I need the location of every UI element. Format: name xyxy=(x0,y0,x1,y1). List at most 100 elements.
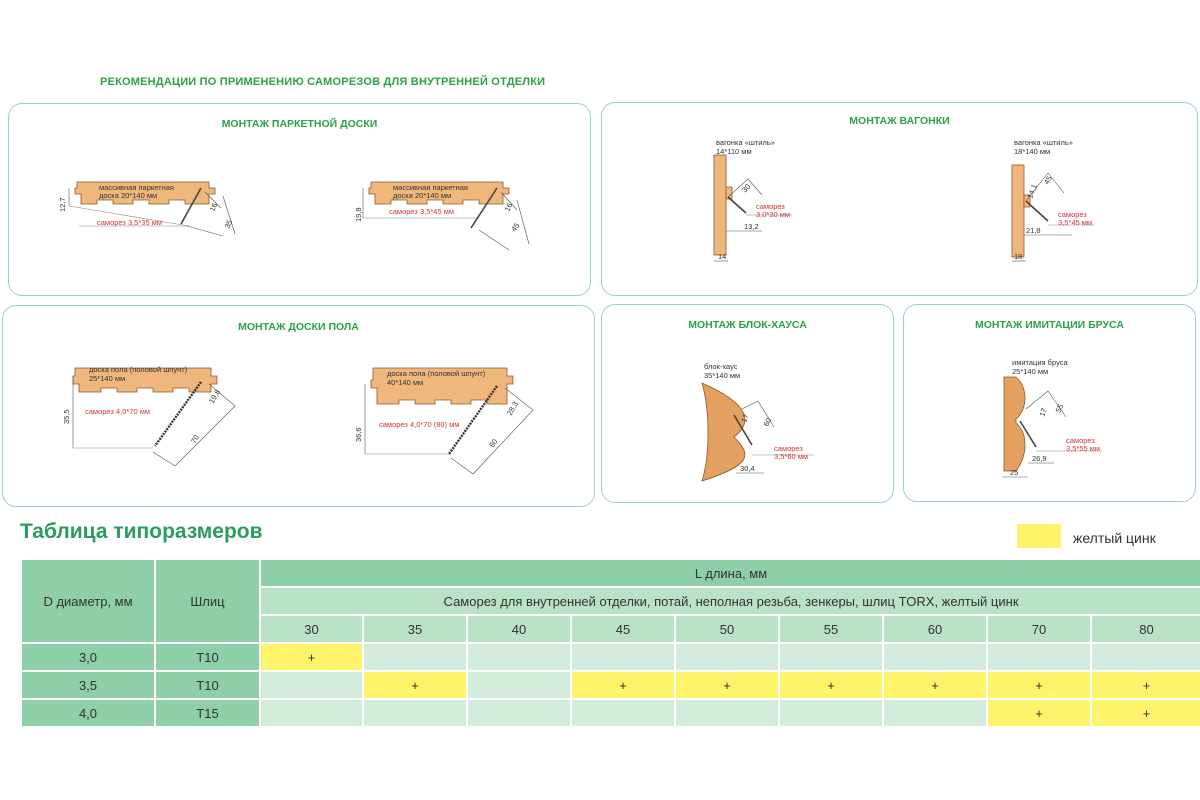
mark-cell xyxy=(362,642,468,672)
mark-cell xyxy=(778,698,884,728)
table-row: 3,0 T10 + xyxy=(20,642,1200,672)
mark-cell xyxy=(882,642,988,672)
panel-parquet: МОНТАЖ ПАРКЕТНОЙ ДОСКИ массивная паркетн… xyxy=(8,103,591,296)
label-size: 25*140 мм xyxy=(1012,367,1048,376)
panel-title: МОНТАЖ ИМИТАЦИИ БРУСА xyxy=(975,319,1124,331)
length-header: 55 xyxy=(778,614,884,644)
label-board: доска пола (половой шпунт) xyxy=(387,369,486,378)
label-screw-2: 3,5*55 мм xyxy=(1066,444,1100,453)
dim-w: 25 xyxy=(1010,468,1018,477)
mark-cell: + xyxy=(778,670,884,700)
dim-d1: 55 xyxy=(1054,402,1066,413)
lining-diagram: вагонка «штиль» 14*110 мм саморез 3,0*30… xyxy=(713,138,1094,262)
label-size: 18*140 мм xyxy=(1014,147,1050,156)
dim-d2: 70 xyxy=(189,433,201,445)
label-board: имитация бруса xyxy=(1012,358,1068,367)
mark-cell: + xyxy=(259,642,364,672)
mark-cell: + xyxy=(362,670,468,700)
lining-left: вагонка «штиль» 14*110 мм саморез 3,0*30… xyxy=(713,138,792,262)
length-header: 40 xyxy=(466,614,572,644)
row-slot: T10 xyxy=(154,670,261,700)
dim-w: 14 xyxy=(718,252,726,261)
label-board: доска пола (половой шпунт) xyxy=(89,365,188,374)
parquet-diagram: массивная паркетная доска 20*140 мм само… xyxy=(58,181,530,251)
label-screw-1: саморез xyxy=(1058,210,1087,219)
table-row: 3,5 T10 + + + + + + + xyxy=(20,670,1200,700)
label-screw: саморез 4,0*70 (80) мм xyxy=(379,420,459,429)
table-title: Таблица типоразмеров xyxy=(20,520,263,543)
label-screw: саморез 4,0*70 мм xyxy=(85,407,150,416)
panel-title: МОНТАЖ ВАГОНКИ xyxy=(849,115,950,127)
table-row: 4,0 T15 + + xyxy=(20,698,1200,728)
panel-title: МОНТАЖ ДОСКИ ПОЛА xyxy=(238,321,359,333)
dim-w: 18 xyxy=(1014,252,1022,261)
mark-cell xyxy=(674,698,780,728)
header-description: Саморез для внутренней отделки, потай, н… xyxy=(258,586,1200,616)
dim-d2: 26,9 xyxy=(1032,454,1047,463)
dim-d3: 17 xyxy=(739,413,750,424)
panel-beam: МОНТАЖ ИМИТАЦИИ БРУСА имитация бруса 25*… xyxy=(903,304,1196,502)
label-screw: саморез 3,5*35 мм xyxy=(97,218,162,227)
length-header: 60 xyxy=(882,614,988,644)
label-board: блок-хаус xyxy=(704,362,738,371)
label-board: вагонка «штиль» xyxy=(716,138,775,147)
mark-cell xyxy=(466,670,572,700)
mark-cell xyxy=(570,698,676,728)
length-header: 70 xyxy=(986,614,1092,644)
dim-h: 12,7 xyxy=(58,197,67,212)
legend-label: желтый цинк xyxy=(1073,530,1156,546)
label-board: массивная паркетная xyxy=(393,183,468,192)
mark-cell xyxy=(1089,642,1200,672)
panel-title: МОНТАЖ БЛОК-ХАУСА xyxy=(688,319,807,331)
mark-cell: + xyxy=(1089,698,1200,728)
label-size: 14*110 мм xyxy=(716,147,752,156)
mark-cell: + xyxy=(570,670,676,700)
label-screw: саморез 3,5*45 мм xyxy=(389,207,454,216)
blockhouse-diagram: блок-хаус 35*140 мм саморез 3,5*60 мм 60… xyxy=(701,362,814,482)
dim-d1: 16 xyxy=(503,201,515,212)
length-header: 45 xyxy=(570,614,676,644)
main-heading: РЕКОМЕНДАЦИИ ПО ПРИМЕНЕНИЮ САМОРЕЗОВ ДЛЯ… xyxy=(100,76,546,88)
dim-d3: 14,1 xyxy=(1025,183,1038,200)
label-size: 40*140 мм xyxy=(387,378,423,387)
mark-cell xyxy=(778,642,884,672)
row-diameter: 3,0 xyxy=(20,642,156,672)
mark-cell xyxy=(986,642,1092,672)
length-header: 30 xyxy=(259,614,364,644)
mark-cell xyxy=(259,670,364,700)
dim-d1: 16 xyxy=(208,201,220,212)
mark-cell xyxy=(674,642,780,672)
label-size: доска 20*140 мм xyxy=(99,191,157,200)
label-board: вагонка «штиль» xyxy=(1014,138,1073,147)
label-size: 25*140 мм xyxy=(89,374,125,383)
dim-d1: 45 xyxy=(1042,174,1054,186)
length-header: 50 xyxy=(674,614,780,644)
row-diameter: 3,5 xyxy=(20,670,156,700)
dim-d2: 45 xyxy=(509,221,521,233)
mark-cell: + xyxy=(674,670,780,700)
panel-floor: МОНТАЖ ДОСКИ ПОЛА доска пола (половой шп… xyxy=(2,305,595,507)
label-screw-2: 3,0*30 мм xyxy=(756,210,790,219)
dim-h: 35,5 xyxy=(62,409,71,424)
label-size: 35*140 мм xyxy=(704,371,740,380)
mark-cell: + xyxy=(882,670,988,700)
label-screw-1: саморез xyxy=(756,202,785,211)
mark-cell: + xyxy=(1089,670,1200,700)
dim-d2: 30,4 xyxy=(740,464,755,473)
floor-diagram: доска пола (половой шпунт) 25*140 мм сам… xyxy=(62,365,534,475)
label-screw-2: 3,5*60 мм xyxy=(774,452,808,461)
label-screw-2: 3,5*45 мм xyxy=(1058,218,1092,227)
label-board: массивная паркетная xyxy=(99,183,174,192)
header-length: L длина, мм xyxy=(258,558,1200,588)
row-slot: T15 xyxy=(154,698,261,728)
mark-cell xyxy=(570,642,676,672)
lining-right: вагонка «штиль» 18*140 мм саморез 3,5*45… xyxy=(1011,138,1094,262)
row-diameter: 4,0 xyxy=(20,698,156,728)
floor-board-right: доска пола (половой шпунт) 40*140 мм сам… xyxy=(354,367,534,475)
mark-cell xyxy=(466,642,572,672)
beam-diagram: имитация бруса 25*140 мм саморез 3,5*55 … xyxy=(1002,358,1102,478)
dim-d2: 35 xyxy=(223,218,235,229)
dim-d1: 60 xyxy=(762,416,774,427)
header-slot: Шлиц xyxy=(154,558,261,644)
label-screw-1: саморез xyxy=(1066,436,1095,445)
